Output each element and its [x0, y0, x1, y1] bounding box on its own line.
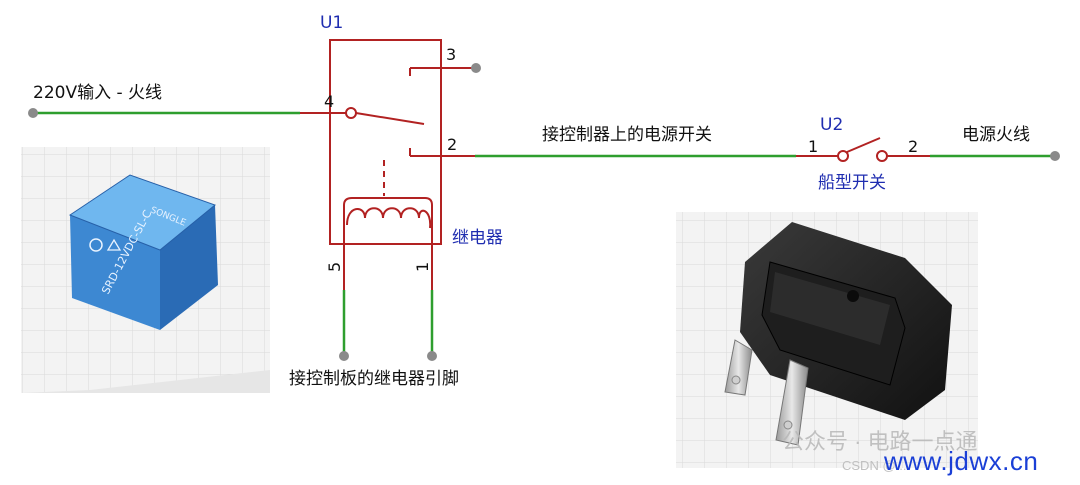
watermark-csdn: CSDN @... [842, 458, 907, 473]
relay-photo: SRD-12VDC-SL-C SONGLE [21, 147, 270, 393]
label-relay: 继电器 [452, 228, 503, 248]
watermark-account: 公众号 · 电路一点通 [782, 429, 978, 454]
pin-4-label: 4 [324, 92, 334, 111]
watermark-site: www.jdwx.cn [884, 446, 1039, 476]
pin-2-label: 2 [447, 135, 457, 154]
wires [33, 111, 1055, 354]
label-u2: U2 [820, 115, 843, 135]
switch-symbol-u2 [796, 137, 930, 162]
pin-1-label: 1 [413, 262, 432, 272]
pin-5-label: 5 [325, 262, 344, 272]
label-rocker-switch: 船型开关 [818, 173, 886, 193]
terminal-pin3 [471, 63, 481, 73]
label-u1: U1 [320, 13, 343, 33]
label-power-live: 电源火线 [962, 125, 1030, 145]
pin-3-label: 3 [446, 45, 456, 64]
terminals [28, 63, 1060, 361]
label-board-pins: 接控制板的继电器引脚 [289, 369, 459, 389]
terminal-power [1050, 151, 1060, 161]
label-input-live: 220V输入 - 火线 [33, 83, 162, 103]
terminal-pin1 [427, 351, 437, 361]
rocker-switch-photo [676, 212, 978, 468]
relay-symbol-u1 [300, 39, 475, 290]
terminal-pin5 [339, 351, 349, 361]
label-to-switch: 接控制器上的电源开关 [542, 125, 712, 145]
switch-pin-2-label: 2 [908, 137, 918, 156]
switch-pin-1-label: 1 [808, 137, 818, 156]
terminal-input [28, 108, 38, 118]
